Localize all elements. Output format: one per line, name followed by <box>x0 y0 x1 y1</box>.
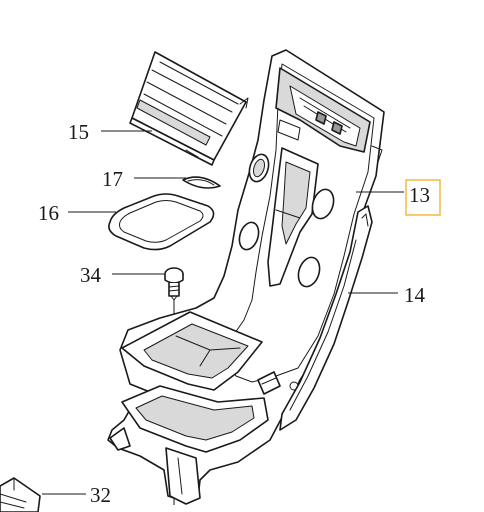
callout-15: 15 <box>68 120 89 144</box>
callout-32: 32 <box>90 483 111 507</box>
part-14-side-trim[interactable] <box>279 145 383 431</box>
part-32-component[interactable] <box>0 477 41 512</box>
part-17-lens[interactable] <box>182 176 221 189</box>
part-34-screw[interactable] <box>164 267 184 301</box>
callout-13-highlight-box <box>405 179 441 216</box>
callout-34: 34 <box>80 263 102 287</box>
callout-16: 16 <box>38 201 59 225</box>
part-15-cover[interactable] <box>129 51 249 166</box>
callout-13[interactable]: 13 <box>409 183 430 207</box>
part-16-gasket[interactable] <box>108 193 215 251</box>
callout-17: 17 <box>102 167 123 191</box>
callout-14: 14 <box>404 283 426 307</box>
